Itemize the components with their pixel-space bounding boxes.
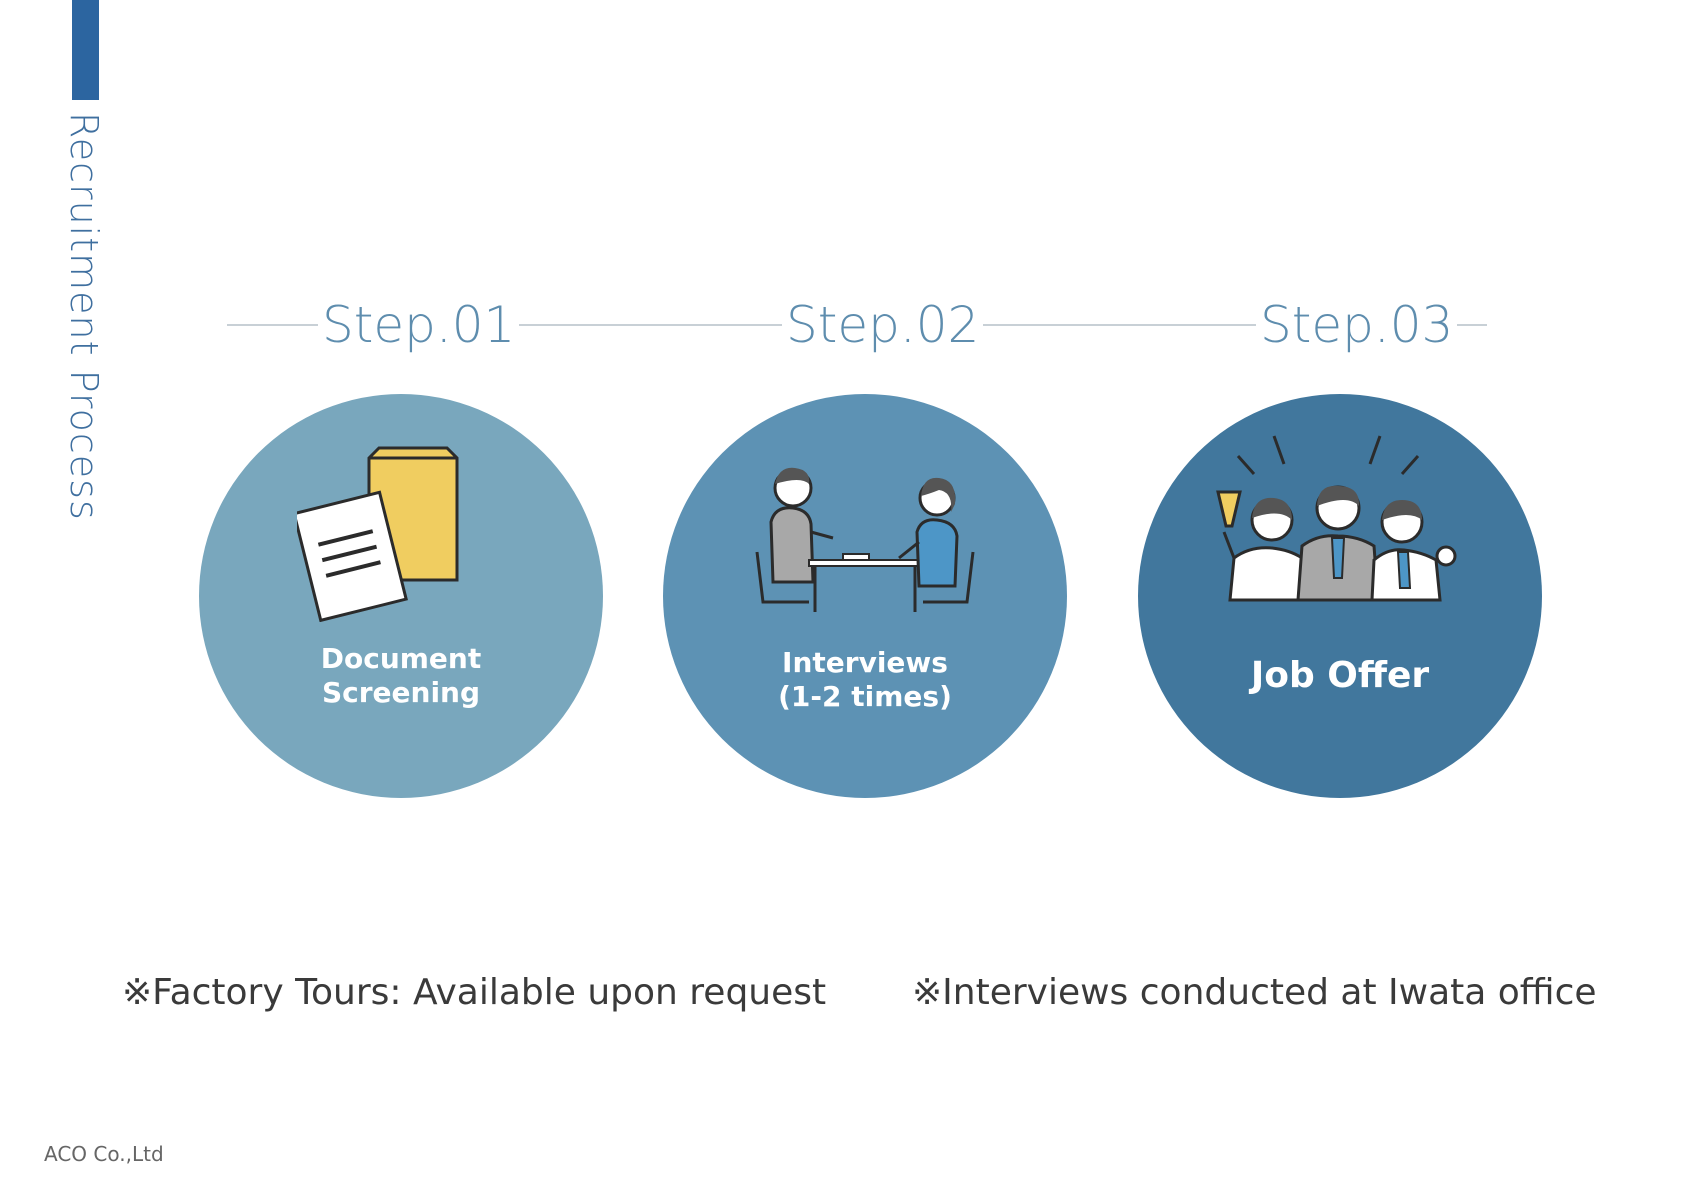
step-02-circle: Interviews (1-2 times) — [663, 394, 1067, 798]
job-offer-team-icon — [1216, 435, 1457, 602]
note-factory-tours: ※Factory Tours: Available upon request — [122, 972, 827, 1013]
step-03-caption-line-1: Job Offer — [1250, 655, 1430, 696]
step-03-label: Step.03 — [1256, 298, 1458, 352]
page-title: Recruitment Process — [62, 112, 106, 521]
note-interview-location: ※Interviews conducted at Iwata office — [912, 972, 1597, 1013]
step-01-caption-line-2: Screening — [321, 676, 481, 709]
step-03-circle: Job Offer — [1138, 394, 1542, 798]
step-01-label: Step.01 — [318, 298, 520, 352]
step-02-label: Step.02 — [782, 298, 984, 352]
step-03-caption: Job Offer — [1138, 656, 1542, 696]
step-02-caption-line-2: (1-2 times) — [778, 680, 952, 713]
step-01-circle: Document Screening — [199, 394, 603, 798]
step-01-caption-line-1: Document — [320, 642, 482, 675]
company-footer: ACO Co.,Ltd — [44, 1142, 164, 1166]
step-02-caption: Interviews (1-2 times) — [663, 646, 1067, 714]
documents-icon — [297, 446, 459, 622]
side-accent-bar — [72, 0, 99, 100]
interview-icon — [755, 467, 975, 612]
step-01-caption: Document Screening — [199, 642, 603, 710]
step-02-caption-line-1: Interviews — [782, 646, 948, 679]
